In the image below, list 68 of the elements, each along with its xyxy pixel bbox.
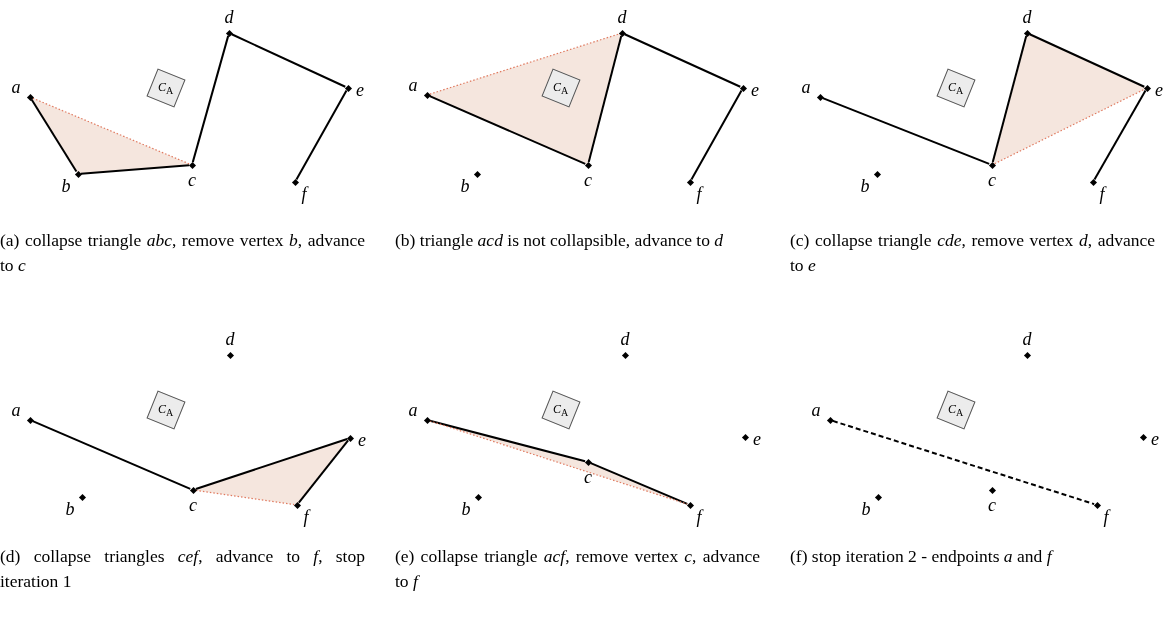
vertex-label: d xyxy=(223,8,235,26)
vertex-label: f xyxy=(1102,508,1112,526)
vertex-label: b xyxy=(460,500,472,518)
region-square: C$_{A}$ xyxy=(146,68,186,108)
vertex-label: e xyxy=(1150,430,1160,448)
vertex-label: e xyxy=(355,81,365,99)
vertex-label: c xyxy=(987,171,997,189)
vertex-label: f xyxy=(300,185,310,203)
vertex-label: b xyxy=(859,177,871,195)
line-segment xyxy=(623,33,742,88)
vertex-label: a xyxy=(810,401,822,419)
vertex-label: b xyxy=(64,500,76,518)
subfigure-caption: (c) collapse triangle cde, remove vertex d, advance to e xyxy=(790,229,1155,277)
vertex-label: d xyxy=(616,8,628,26)
line-segment xyxy=(191,34,230,164)
region-square: C$_{A}$ xyxy=(936,390,976,430)
dashed-line-segment xyxy=(994,88,1145,165)
vertex-label: e xyxy=(750,81,760,99)
vertex-label: d xyxy=(619,330,631,348)
subfigure-caption: (a) collapse triangle abc, remove vertex b, advance to c xyxy=(0,229,365,277)
subfigure-caption: (e) collapse triangle acf, remove vertex c, advance to f xyxy=(395,545,760,593)
vertex-label: e xyxy=(1154,81,1164,99)
vertex-label: b xyxy=(459,177,471,195)
line-segment xyxy=(194,437,349,491)
vertex-label: c xyxy=(187,171,197,189)
vertex-label: f xyxy=(302,508,312,526)
line-segment xyxy=(297,439,350,504)
vertex-label: a xyxy=(407,401,419,419)
line-segment xyxy=(1028,33,1146,88)
vertex-label: c xyxy=(188,496,198,514)
line-segment xyxy=(690,89,743,181)
region-square: C$_{A}$ xyxy=(541,390,581,430)
vertex-label: e xyxy=(357,431,367,449)
vertex-label: b xyxy=(60,177,72,195)
vertex-label: a xyxy=(407,76,419,94)
line-segment xyxy=(30,98,78,173)
dashed-line-segment xyxy=(429,33,620,95)
vertex-label: a xyxy=(800,78,812,96)
subfigure-caption: (b) triangle acd is not collapsible, advance to d xyxy=(395,229,725,252)
vertex-label: c xyxy=(583,468,593,486)
vertex-label: b xyxy=(860,500,872,518)
subfigure-caption: (d) collapse triangles cef, advance to f, stop iteration 1 xyxy=(0,545,365,593)
vertex-label: f xyxy=(695,508,705,526)
line-segment xyxy=(991,34,1028,164)
line-segment xyxy=(587,34,623,164)
line-segment xyxy=(589,462,689,505)
vertex-label: d xyxy=(1021,8,1033,26)
vertex-label: c xyxy=(583,171,593,189)
vertex-label: d xyxy=(1021,330,1033,348)
region-square: C$_{A}$ xyxy=(936,68,976,108)
line-segment xyxy=(230,33,347,88)
subfigure-caption: (f) stop iteration 2 - endpoints a and f xyxy=(790,545,1055,568)
vertex-label: e xyxy=(752,430,762,448)
vertex-label: a xyxy=(10,401,22,419)
vertex-label: f xyxy=(1098,185,1108,203)
dashed-line-segment xyxy=(831,419,1096,506)
vertex-label: a xyxy=(10,78,22,96)
vertex-label: c xyxy=(987,496,997,514)
line-segment xyxy=(428,95,587,165)
vertex-label: f xyxy=(695,185,705,203)
region-square: C$_{A}$ xyxy=(146,390,186,430)
line-segment xyxy=(1093,89,1147,181)
line-segment xyxy=(295,89,348,181)
line-segment xyxy=(821,97,991,165)
line-segment xyxy=(31,420,192,490)
line-segment xyxy=(428,419,587,463)
line-segment xyxy=(80,164,190,175)
vertex-label: d xyxy=(224,330,236,348)
